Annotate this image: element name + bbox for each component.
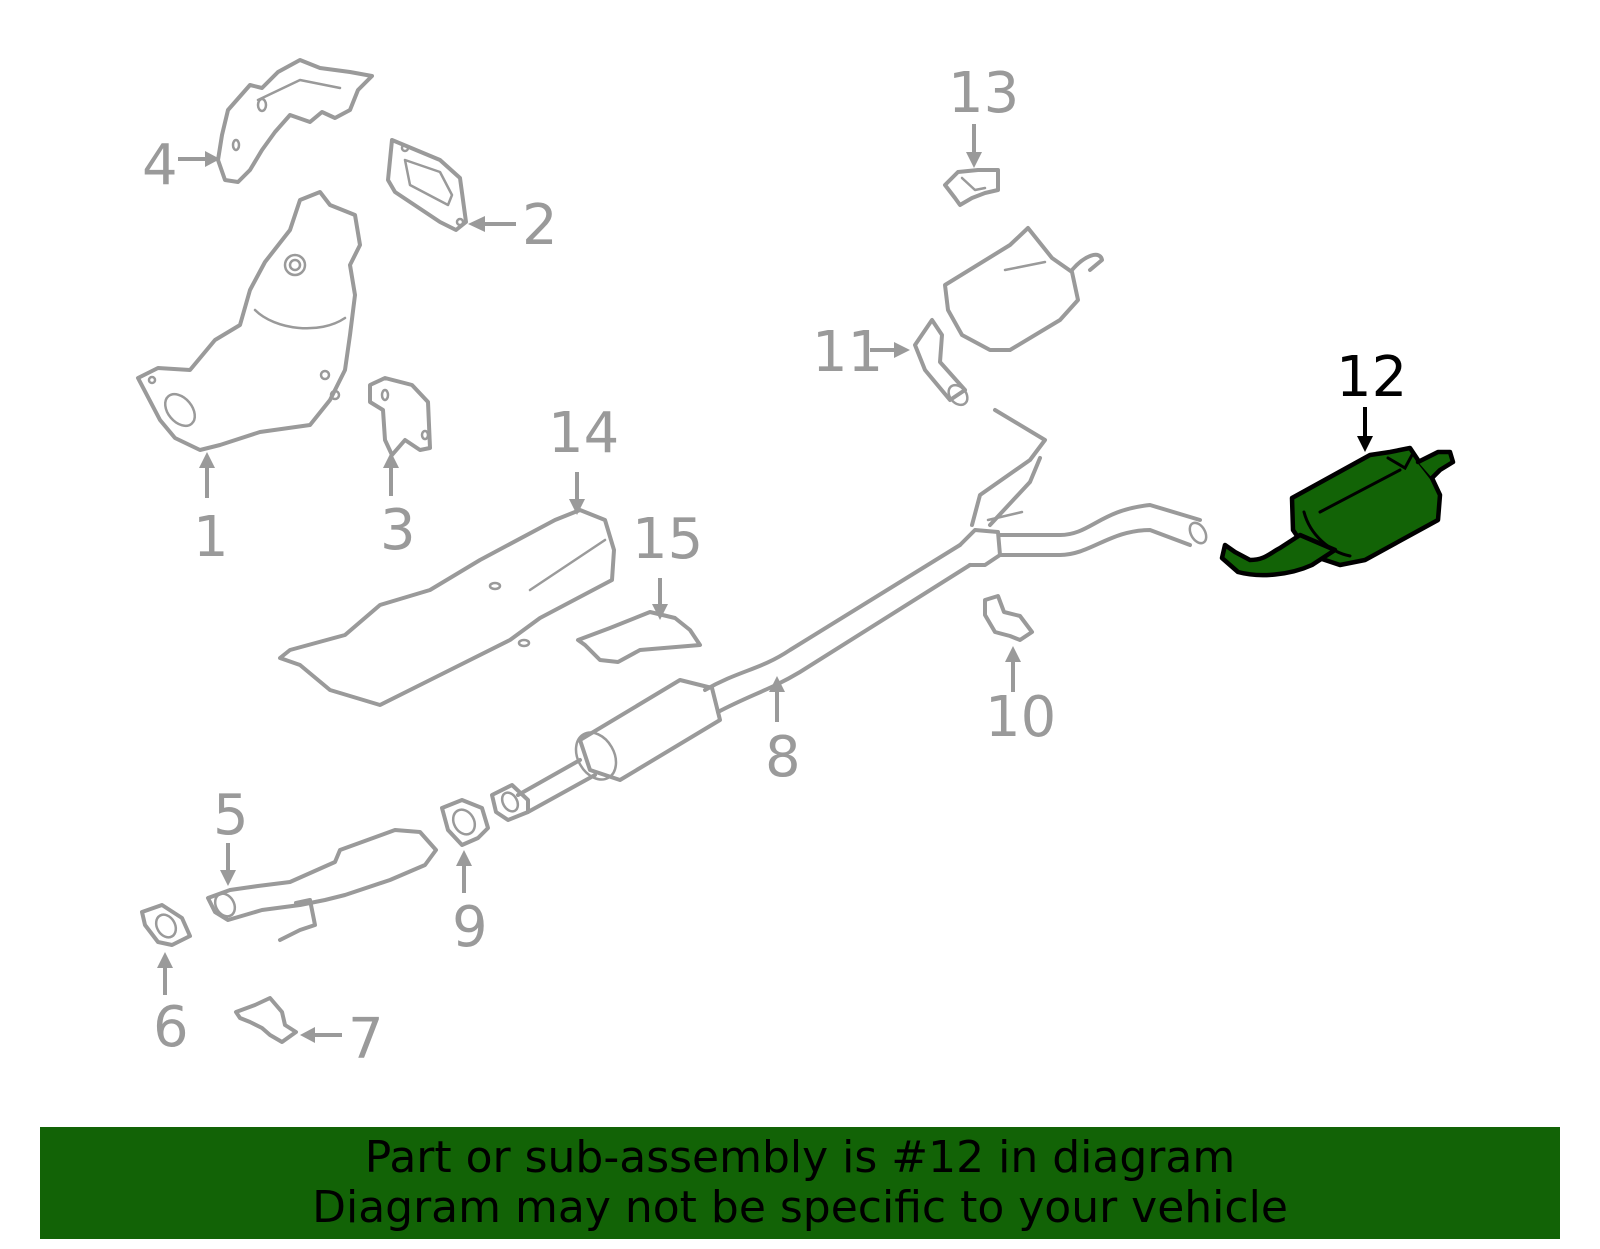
callout-arrow-11 [870,342,910,358]
callout-arrow-7 [300,1027,342,1043]
callout-label-3[interactable]: 3 [380,498,416,563]
callout-label-5[interactable]: 5 [213,783,249,848]
exhaust-parts-diagram [136,58,1456,1044]
callout-arrow-2 [468,216,516,232]
callout-arrow-3 [383,452,399,496]
callout-arrow-12 [1357,407,1373,452]
part-11-rear-muffler[interactable] [913,226,1104,409]
part-2-gasket[interactable] [386,138,468,232]
callout-label-10[interactable]: 10 [985,685,1057,750]
banner-line-part-number: Part or sub-assembly is #12 in diagram [364,1132,1236,1183]
callout-arrow-14 [569,472,585,515]
callout-arrow-10 [1005,646,1021,692]
part-8-center-pipe[interactable] [516,408,1210,814]
callout-arrow-9 [456,850,472,893]
part-6-gasket[interactable] [140,903,192,947]
part-12-muffler-highlighted[interactable] [1219,445,1456,578]
callout-label-9[interactable]: 9 [452,895,488,960]
callout-label-7[interactable]: 7 [348,1007,384,1072]
callout-arrow-5 [220,843,236,886]
callout-arrow-8 [769,676,785,722]
part-7-bracket[interactable] [234,996,298,1044]
callout-label-11[interactable]: 11 [812,320,884,385]
part-15-heat-shield[interactable] [576,610,702,664]
callout-label-4[interactable]: 4 [142,133,178,198]
callout-label-8[interactable]: 8 [765,725,801,790]
part-10-clamp[interactable] [983,594,1034,642]
callout-label-1[interactable]: 1 [193,505,229,570]
callout-arrow-13 [966,124,982,168]
callout-label-6[interactable]: 6 [153,995,189,1060]
callout-label-13[interactable]: 13 [948,61,1020,126]
part-13-hanger-bracket[interactable] [943,168,1000,207]
part-1-exhaust-manifold[interactable] [136,190,362,452]
part-5-front-pipe[interactable] [206,828,438,942]
info-banner: Part or sub-assembly is #12 in diagram D… [40,1127,1560,1239]
callout-label-2[interactable]: 2 [522,193,558,258]
callout-label-14[interactable]: 14 [548,401,620,466]
callout-label-12-highlighted[interactable]: 12 [1336,345,1408,410]
part-4-heat-shield[interactable] [216,58,374,184]
callout-arrow-15 [652,578,668,620]
callout-arrow-4 [178,151,220,167]
part-14-heat-shield[interactable] [278,508,616,707]
part-3-bracket[interactable] [368,376,432,457]
part-9-gasket[interactable] [440,783,530,847]
banner-line-disclaimer: Diagram may not be specific to your vehi… [312,1182,1288,1233]
callout-arrow-1 [199,452,215,498]
callout-arrow-6 [157,952,173,995]
callout-label-15[interactable]: 15 [632,507,704,572]
